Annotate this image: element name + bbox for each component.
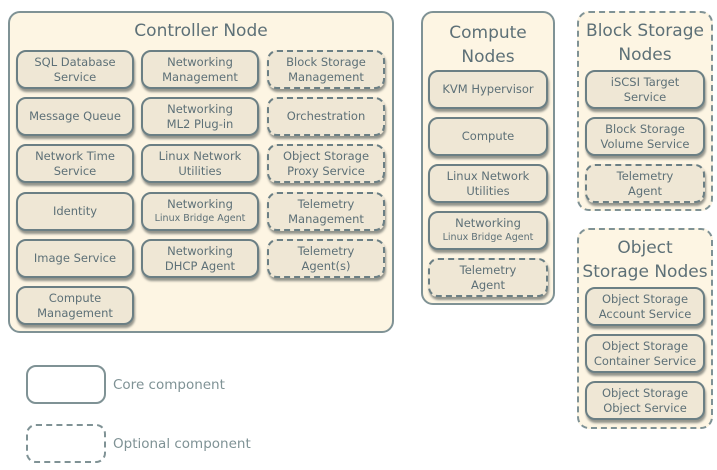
component-label-line1: Compute [461,129,515,143]
component-label-line2: Account Service [598,306,692,321]
component-label-line1: Object Storage [601,385,689,400]
legend-optional-swatch [26,424,106,463]
component-label-line2: Management [37,305,113,320]
component-image-service: Image Service [16,239,134,278]
component-label-line1: Telemetry [459,262,517,277]
component-label-line1: Networking [455,216,521,230]
component-label-line1: Compute [48,290,102,305]
component-label-line1: iSCSI Target [610,74,680,89]
component-label-line1: Networking [167,197,233,211]
component-label-line2: Linux Bridge Agent [154,213,246,224]
component-label-line2: Management [162,69,238,84]
component-label-line1: Network Time [35,148,115,163]
component-label-line2: Container Service [593,353,697,368]
compute-nodes: Compute Nodes [421,11,555,305]
component-label-line2: Linux Bridge Agent [442,232,534,243]
component-label-line2: Object Service [603,400,687,415]
compute-nodes-title-line2: Nodes [461,47,515,67]
component-label-line1: Block Storage [286,54,366,69]
legend-optional-label: Optional component [113,436,251,452]
component-label-line1: Linux Network [158,148,242,163]
component-label-line2: DHCP Agent [164,258,236,273]
component-label-line2: Service [53,163,97,178]
component-label-line2: Agent [627,183,663,198]
block-storage-nodes-title-line2: Nodes [618,45,672,65]
component-label-line1: Object Storage [601,291,689,306]
component-label-line2: Agent(s) [301,258,351,273]
component-label-line2: Management [288,211,364,226]
component-label-line1: Telemetry [297,243,355,258]
component-label-line1: Linux Network [446,168,530,183]
component-label-line1: Networking [167,54,233,69]
component-message-queue: Message Queue [16,97,134,136]
component-label-line2: ML2 Plug-in [166,116,234,131]
component-label-line2: Utilities [178,163,222,178]
component-identity: Identity [16,192,134,231]
component-label-line1: Identity [52,204,98,218]
component-label-line1: SQL Database [34,54,116,69]
component-label-line2: Volume Service [600,136,690,151]
component-label-line1: Image Service [33,251,117,265]
component-label-line1: Networking [167,243,233,258]
block-storage-nodes-title-line1: Block Storage [586,21,704,41]
compute-nodes-title-line1: Compute [449,23,527,43]
compute-nodes-title: Compute Nodes [423,21,553,69]
component-label-line1: Orchestration [286,109,366,123]
component-label-line1: Object Storage [282,148,370,163]
component-label-line2: Service [623,89,667,104]
component-label-line2: Management [288,69,364,84]
component-label-line1: Object Storage [601,338,689,353]
component-label-line2: Proxy Service [287,163,365,178]
component-label-line1: Block Storage [605,121,685,136]
component-label-line1: Networking [167,101,233,116]
object-storage-nodes-title: Object Storage Nodes [579,236,711,284]
component-label-line1: Telemetry [616,168,674,183]
object-storage-nodes-title-line1: Object [617,238,673,258]
legend-core-swatch [26,365,106,404]
legend-core-label: Core component [113,377,225,393]
component-label-line2: Agent [470,277,506,292]
component-kvm-hypervisor: KVM Hypervisor [428,70,548,109]
component-label-line1: Message Queue [29,109,121,123]
controller-node-title: Controller Node [134,21,268,41]
block-storage-nodes-title: Block Storage Nodes [579,19,711,67]
component-compute: Compute [428,117,548,156]
component-label-line2: Service [53,69,97,84]
object-storage-nodes-title-line2: Storage Nodes [582,262,708,282]
component-label-line1: KVM Hypervisor [442,82,534,96]
component-label-line1: Telemetry [297,196,355,211]
component-orchestration: Orchestration [267,97,385,136]
component-label-line2: Utilities [466,183,510,198]
